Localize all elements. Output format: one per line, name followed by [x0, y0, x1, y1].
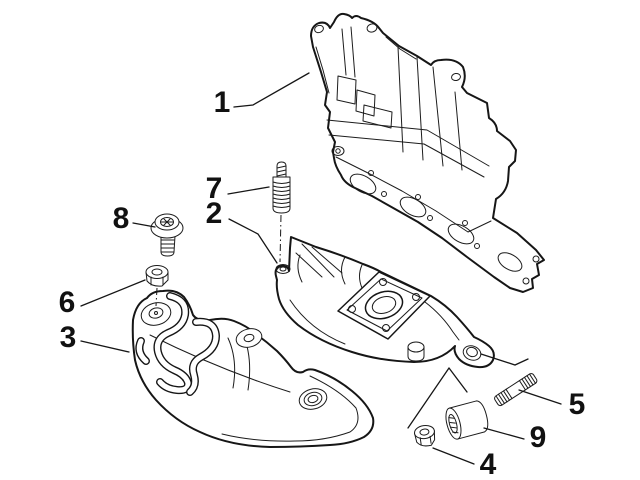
leader-lines: [80, 72, 562, 465]
assembly-leader-stud: [480, 353, 529, 366]
leader-2: [228, 218, 278, 264]
shield-boss-holes: [140, 302, 328, 410]
callout-8[interactable]: 8: [113, 202, 130, 235]
leader-8: [132, 222, 156, 228]
part-double-end-stud: [494, 373, 538, 407]
manifold-flange: [337, 271, 431, 340]
callout-7[interactable]: 7: [206, 172, 223, 205]
callout-6[interactable]: 6: [59, 286, 76, 319]
gasket-ports: [349, 173, 523, 272]
shield-ribs: [135, 292, 221, 396]
nut-axis-line: [155, 287, 158, 307]
leader-5: [518, 389, 562, 405]
part-stud-bolt: [272, 161, 291, 263]
leader-6: [80, 279, 146, 307]
stud-axis-line: [279, 214, 282, 263]
part-spacer-bushing: [445, 400, 489, 440]
part-exhaust-manifold: [274, 236, 495, 369]
callout-9[interactable]: 9: [530, 421, 547, 454]
part-flanged-screw: [150, 213, 184, 257]
leader-4: [432, 447, 475, 465]
leader-1: [233, 72, 310, 108]
callout-1[interactable]: 1: [214, 86, 231, 119]
assembly-leader-right: [448, 367, 468, 393]
callout-3[interactable]: 3: [60, 321, 77, 354]
callout-4[interactable]: 4: [480, 448, 497, 480]
part-flanged-nut-upper: [145, 265, 169, 307]
assembly-leader-left: [407, 367, 450, 429]
part-flanged-nut-lower: [413, 424, 436, 447]
callout-5[interactable]: 5: [569, 388, 586, 421]
part-lower-heat-shield: [131, 289, 375, 448]
leader-9: [483, 427, 525, 440]
callouts: 1 2 3 4 5 6 7 8 9: [59, 86, 586, 480]
part-upper-heat-shield: [310, 12, 545, 293]
leader-7: [227, 186, 270, 195]
leader-3: [80, 340, 130, 353]
callout-2[interactable]: 2: [206, 197, 223, 230]
